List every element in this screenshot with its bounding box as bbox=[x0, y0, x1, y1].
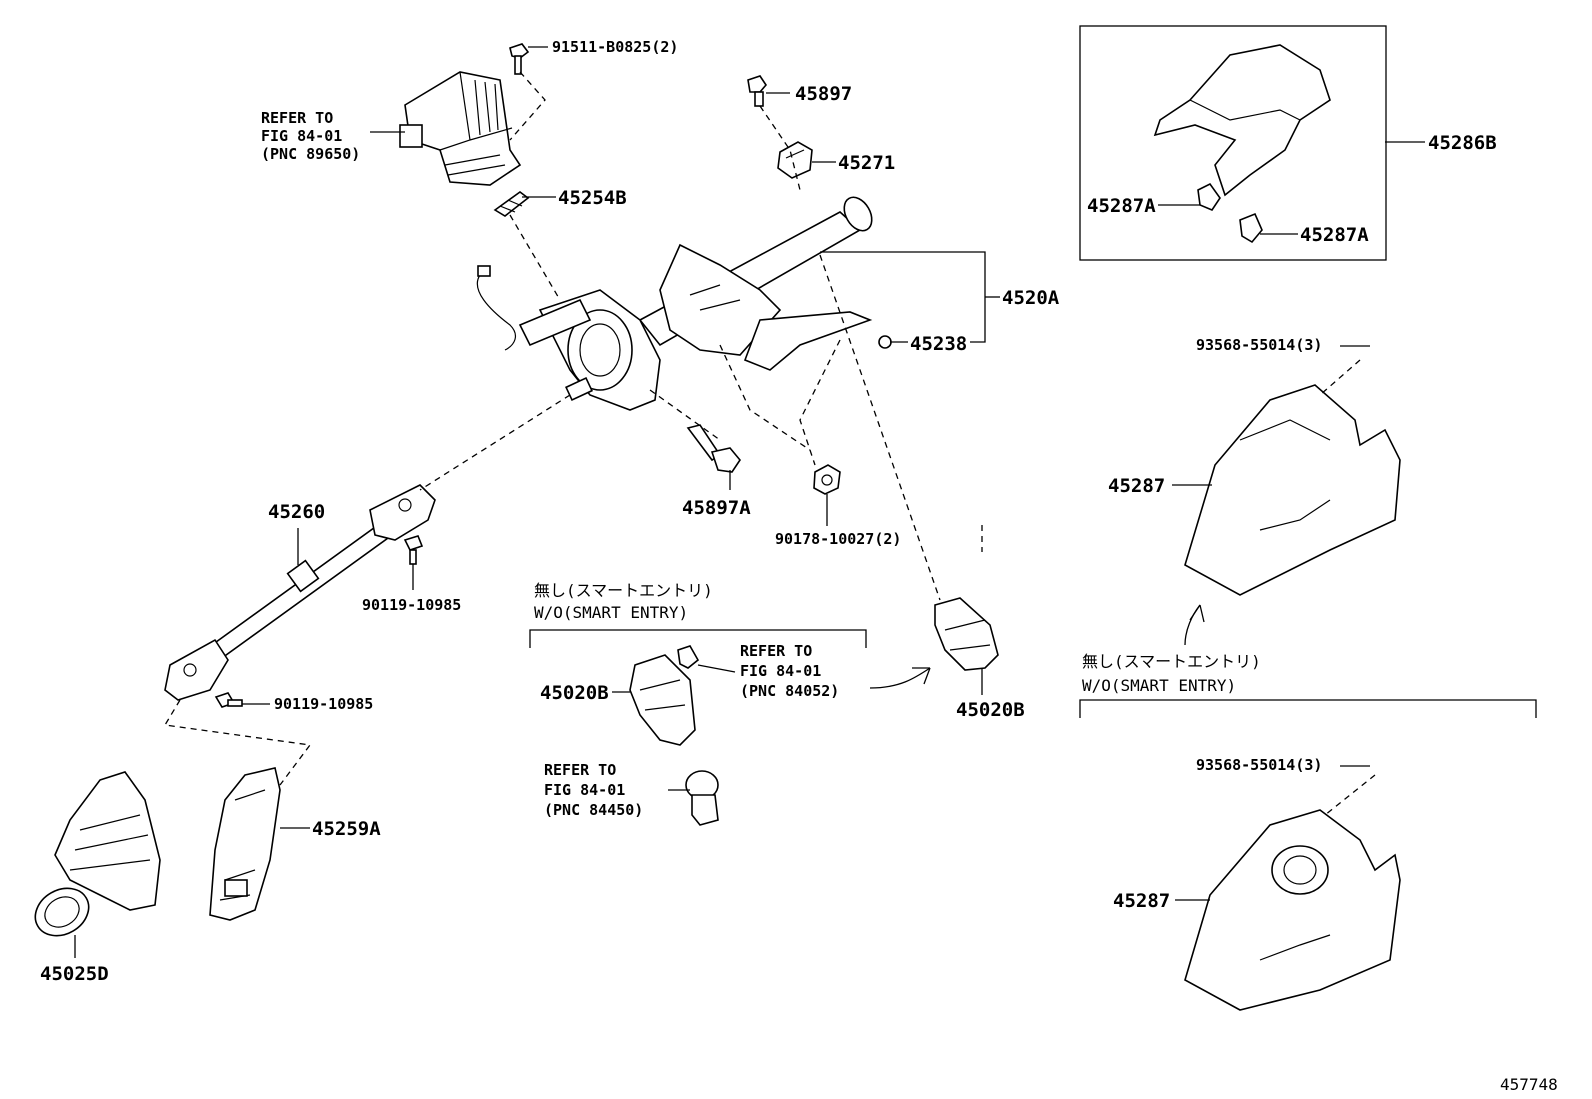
arrow-to-45287 bbox=[1184, 604, 1201, 646]
dash-45020b-right bbox=[819, 254, 941, 601]
bracket-right-note bbox=[1079, 699, 1537, 718]
dash-45254b bbox=[509, 214, 561, 301]
label-90119-lower[interactable]: 90119-10985 bbox=[274, 695, 373, 713]
ref-84052: REFER TO FIG 84-01 (PNC 84052) bbox=[740, 642, 839, 700]
arrow-to-45020b bbox=[869, 667, 931, 689]
label-45238[interactable]: 45238 bbox=[910, 333, 967, 355]
label-45897[interactable]: 45897 bbox=[795, 83, 852, 105]
arrow-head-45287 bbox=[1189, 604, 1205, 623]
label-45287-lower[interactable]: 45287 bbox=[1113, 890, 1170, 912]
arrow-head-45020b bbox=[912, 667, 931, 685]
ref-89650: REFER TO FIG 84-01 (PNC 89650) bbox=[261, 109, 360, 163]
label-45287-upper[interactable]: 45287 bbox=[1108, 475, 1165, 497]
lock-cylinder-center-drawing bbox=[629, 645, 700, 746]
cover-45259a-drawing bbox=[209, 767, 281, 921]
label-45271[interactable]: 45271 bbox=[838, 152, 895, 174]
note-right-wo-smart-entry: 無し(スマートエントリ) W/O(SMART ENTRY) bbox=[1082, 652, 1261, 695]
dash-45897a bbox=[649, 389, 721, 441]
dash-45897 bbox=[759, 105, 801, 191]
label-45287a-lower[interactable]: 45287A bbox=[1300, 224, 1369, 246]
dash-93568-upper bbox=[1319, 359, 1361, 396]
bolt-45238-drawing bbox=[878, 335, 892, 349]
svg-text:(PNC 84052): (PNC 84052) bbox=[740, 682, 839, 700]
bolt-90119-lower-drawing bbox=[214, 692, 243, 708]
svg-text:FIG 84-01: FIG 84-01 bbox=[261, 127, 342, 145]
label-45259a[interactable]: 45259A bbox=[312, 818, 381, 840]
boot-45025d-drawing bbox=[34, 771, 161, 937]
svg-text:REFER TO: REFER TO bbox=[544, 761, 616, 779]
label-90178[interactable]: 90178-10027(2) bbox=[775, 530, 901, 548]
dash-45259a bbox=[163, 699, 312, 786]
clip-45271-drawing bbox=[777, 141, 813, 179]
ref-84450: REFER TO FIG 84-01 (PNC 84450) bbox=[544, 761, 643, 819]
dash-91511 bbox=[509, 71, 546, 141]
label-45020b-center[interactable]: 45020B bbox=[540, 682, 609, 704]
label-90119-upper[interactable]: 90119-10985 bbox=[362, 596, 461, 614]
bolt-45897a-drawing bbox=[686, 424, 741, 473]
lower-cover-45287-upper-drawing bbox=[1184, 384, 1401, 596]
svg-text:REFER TO: REFER TO bbox=[740, 642, 812, 660]
bracket-center-note bbox=[529, 629, 867, 648]
label-93568-upper[interactable]: 93568-55014(3) bbox=[1196, 336, 1322, 354]
label-4520a[interactable]: 4520A bbox=[1002, 287, 1060, 309]
kit-box-45286b bbox=[1079, 25, 1387, 261]
steering-column-drawing bbox=[476, 196, 873, 411]
intermediate-shaft-drawing bbox=[164, 484, 436, 701]
label-45025d[interactable]: 45025D bbox=[40, 963, 109, 985]
label-91511[interactable]: 91511-B0825(2) bbox=[552, 38, 678, 56]
lock-cylinder-right-drawing bbox=[934, 597, 999, 671]
label-45287a-upper[interactable]: 45287A bbox=[1087, 195, 1156, 217]
leader-lines bbox=[74, 46, 1425, 958]
nut-90178-drawing bbox=[813, 464, 841, 495]
svg-text:FIG 84-01: FIG 84-01 bbox=[544, 781, 625, 799]
power-steering-motor-drawing bbox=[399, 71, 522, 186]
column-cover-45286b-drawing bbox=[1153, 44, 1331, 197]
bolt-90119-upper-drawing bbox=[403, 535, 424, 565]
label-45020b-right[interactable]: 45020B bbox=[956, 699, 1025, 721]
switch-84450-drawing bbox=[685, 770, 719, 826]
label-93568-lower[interactable]: 93568-55014(3) bbox=[1196, 756, 1322, 774]
svg-text:無し(スマートエントリ): 無し(スマートエントリ) bbox=[534, 581, 713, 600]
lower-cover-45287-lower-drawing bbox=[1184, 809, 1401, 1011]
bolt-91511-drawing bbox=[509, 43, 530, 75]
figure-id: 457748 bbox=[1500, 1075, 1558, 1094]
label-45286b[interactable]: 45286B bbox=[1428, 132, 1497, 154]
svg-text:(PNC 89650): (PNC 89650) bbox=[261, 145, 360, 163]
clip-45287a-lower-drawing bbox=[1239, 212, 1263, 244]
svg-text:(PNC 84450): (PNC 84450) bbox=[544, 801, 643, 819]
svg-text:FIG 84-01: FIG 84-01 bbox=[740, 662, 821, 680]
dash-45260 bbox=[419, 394, 571, 491]
svg-text:REFER TO: REFER TO bbox=[261, 109, 333, 127]
label-45897a[interactable]: 45897A bbox=[682, 497, 751, 519]
svg-text:無し(スマートエントリ): 無し(スマートエントリ) bbox=[1082, 652, 1261, 671]
label-45260[interactable]: 45260 bbox=[268, 501, 325, 523]
note-center-wo-smart-entry: 無し(スマートエントリ) W/O(SMART ENTRY) bbox=[534, 581, 713, 622]
bolt-45897-drawing bbox=[747, 75, 768, 107]
connector-45254b-drawing bbox=[493, 191, 530, 217]
clip-45287a-upper-drawing bbox=[1197, 182, 1221, 211]
label-45254b[interactable]: 45254B bbox=[558, 187, 627, 209]
dash-93568-lower bbox=[1324, 774, 1376, 816]
svg-text:W/O(SMART ENTRY): W/O(SMART ENTRY) bbox=[534, 603, 688, 622]
svg-text:W/O(SMART ENTRY): W/O(SMART ENTRY) bbox=[1082, 676, 1236, 695]
dash-90178 bbox=[719, 339, 841, 466]
